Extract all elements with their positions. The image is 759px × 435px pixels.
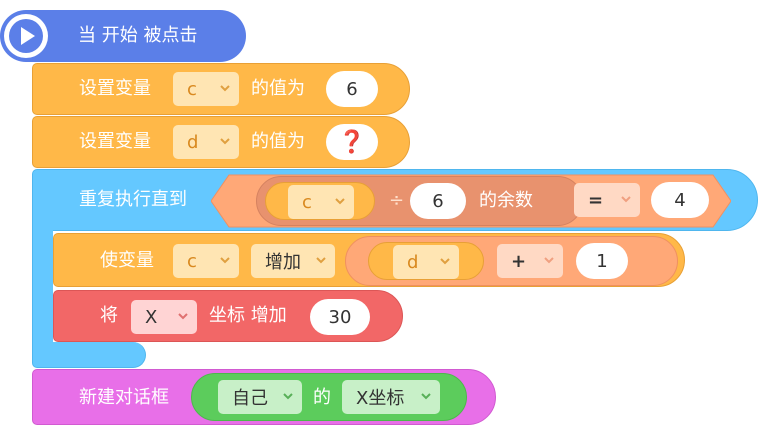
increase-value-input[interactable]: 30 [310, 299, 370, 335]
remainder-label: 的余数 [479, 190, 533, 211]
play-icon [4, 14, 48, 58]
question-mark-icon: ❓ [338, 129, 366, 155]
change-variable-label: 使变量 [100, 250, 154, 271]
sprite-dropdown[interactable]: 自己 [218, 380, 302, 414]
chevron-down-icon [220, 257, 230, 264]
chevron-down-icon [544, 257, 554, 264]
operator-symbol: = [588, 189, 604, 211]
new-dialog-label: 新建对话框 [79, 387, 169, 408]
mod-variable-reporter[interactable]: c [265, 182, 375, 220]
set-variable-label: 设置变量 [79, 131, 151, 152]
variable-name: d [187, 131, 199, 153]
chevron-down-icon [316, 257, 326, 264]
set-variable-c-block[interactable]: 设置变量 c 的值为 6 [32, 63, 410, 115]
variable-dropdown[interactable]: d [173, 125, 239, 159]
chevron-down-icon [283, 393, 293, 400]
value-of-label: 的值为 [251, 78, 305, 99]
chevron-down-icon [335, 198, 345, 205]
compare-value-input[interactable]: 4 [651, 182, 709, 218]
variable-name: c [187, 78, 197, 100]
change-action: 增加 [265, 252, 301, 273]
modulo-operator-block[interactable]: c ÷ 6 的余数 [256, 176, 583, 226]
chevron-down-icon [621, 196, 631, 203]
set-variable-d-block[interactable]: 设置变量 d 的值为 ❓ [32, 116, 410, 168]
arithmetic-operator-dropdown[interactable]: + [497, 244, 563, 278]
divisor-input[interactable]: 6 [410, 183, 466, 219]
variable-dropdown[interactable]: c [173, 244, 239, 278]
event-label: 当 开始 被点击 [78, 25, 198, 46]
chevron-down-icon [178, 313, 188, 320]
change-x-by-block[interactable]: 将 X 坐标 增加 30 [53, 290, 403, 342]
set-variable-label: 设置变量 [79, 78, 151, 99]
of-label: 的 [313, 387, 331, 408]
property-name: X坐标 [356, 388, 405, 409]
repeat-until-arm [32, 226, 53, 344]
value-input[interactable]: ❓ [326, 124, 378, 160]
coordinate-increase-label: 坐标 增加 [209, 305, 287, 326]
chevron-down-icon [220, 138, 230, 145]
new-dialog-block[interactable]: 新建对话框 自己 的 X坐标 [32, 369, 496, 425]
repeat-until-foot [32, 342, 146, 368]
axis-name: X [145, 306, 158, 328]
repeat-until-label: 重复执行直到 [79, 189, 187, 210]
operand-value-input[interactable]: 1 [576, 243, 628, 279]
sensing-property-reporter[interactable]: 自己 的 X坐标 [191, 373, 467, 421]
value-input[interactable]: 6 [326, 71, 378, 107]
event-when-start-clicked-block[interactable]: 当 开始 被点击 [0, 10, 246, 62]
variable-name: c [187, 250, 197, 272]
axis-dropdown[interactable]: X [131, 300, 197, 334]
operator-symbol: + [511, 250, 527, 272]
variable-dropdown[interactable]: c [288, 185, 354, 219]
variable-dropdown[interactable]: c [173, 72, 239, 106]
addition-operator-block[interactable]: d + 1 [345, 236, 678, 286]
variable-name: d [407, 251, 419, 273]
change-action-dropdown[interactable]: 增加 [251, 244, 335, 278]
variable-name: c [302, 191, 312, 213]
chevron-down-icon [421, 393, 431, 400]
variable-dropdown[interactable]: d [393, 245, 459, 279]
value-of-label: 的值为 [251, 131, 305, 152]
repeat-until-block[interactable]: 重复执行直到 c ÷ 6 的余数 = 4 [32, 169, 758, 231]
property-dropdown[interactable]: X坐标 [342, 380, 440, 414]
change-variable-block[interactable]: 使变量 c 增加 d + 1 [53, 233, 685, 287]
operand-variable-reporter[interactable]: d [368, 242, 484, 280]
comparison-operator-dropdown[interactable]: = [574, 183, 640, 217]
chevron-down-icon [220, 85, 230, 92]
divide-sign: ÷ [389, 190, 405, 211]
chevron-down-icon [440, 258, 450, 265]
sprite-name: 自己 [232, 388, 268, 409]
move-label: 将 [100, 305, 118, 326]
